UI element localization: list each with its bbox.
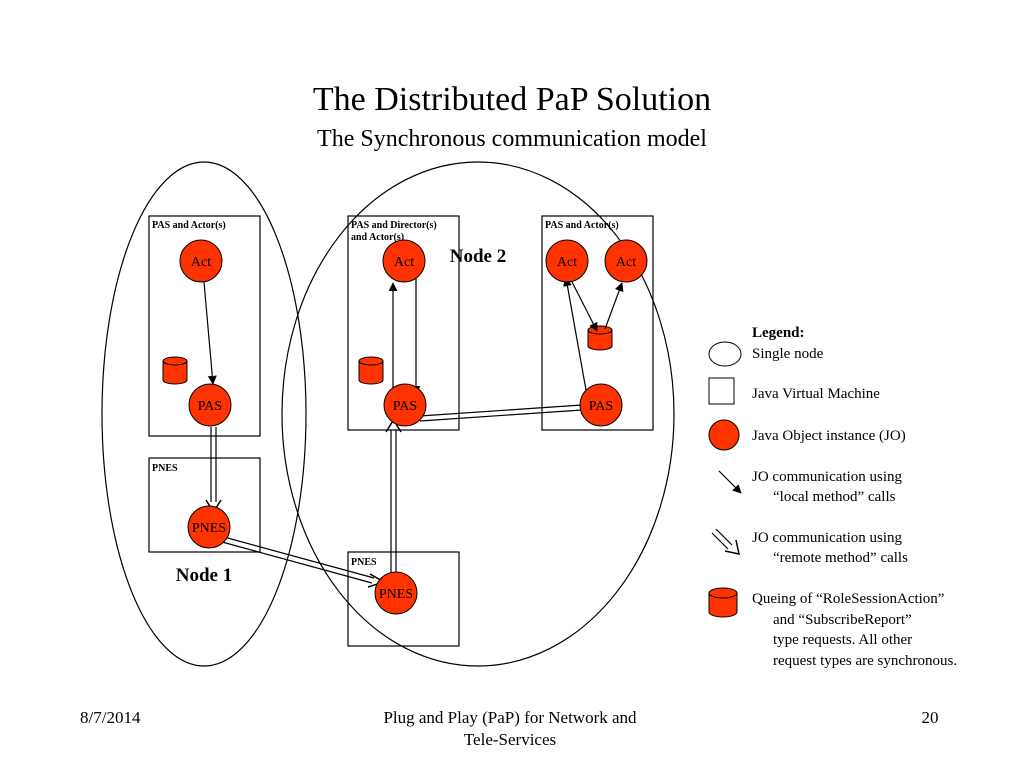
node1-label: Node 1 xyxy=(176,565,232,586)
act-object xyxy=(179,239,223,283)
slide-subtitle: The Synchronous communication model xyxy=(317,126,707,152)
legend-remote-text-line1: JO communication using xyxy=(752,530,902,546)
pas-object xyxy=(188,383,232,427)
node2-jvm-b-label: PAS and Actor(s) xyxy=(545,220,619,231)
pnes-object xyxy=(187,505,231,549)
page-number: 20 xyxy=(921,708,939,727)
act-object-label: Act xyxy=(394,255,414,270)
local-call-arrow xyxy=(604,282,624,330)
node2-jvm-a-label-line2: and Actor(s) xyxy=(351,232,404,243)
node2-jvm-a-label-line1: PAS and Director(s) xyxy=(351,220,437,231)
pnes-object-label: PNES xyxy=(379,587,413,602)
node1-jvm-label: PAS and Actor(s) xyxy=(152,220,226,231)
node2-pnes-label: PNES xyxy=(351,557,377,568)
local-call-arrow xyxy=(203,281,217,385)
legend-queue-text-line3: type requests. All other xyxy=(773,632,912,648)
legend-remote-text-line2: “remote method” calls xyxy=(773,550,908,566)
remote-call-arrow xyxy=(419,400,596,422)
node1-pnes-box xyxy=(148,457,261,553)
node1-pnes-label: PNES xyxy=(152,463,178,474)
local-call-arrow xyxy=(562,277,587,391)
remote-call-arrow xyxy=(205,427,222,514)
node2-jvm-b-box xyxy=(541,215,654,431)
act-object-label: Act xyxy=(191,255,211,270)
pas-object xyxy=(579,383,623,427)
act-object xyxy=(382,239,426,283)
footer-title-line1: Plug and Play (PaP) for Network and xyxy=(383,708,637,727)
node2-ellipse xyxy=(281,161,675,667)
act-object xyxy=(604,239,648,283)
legend-jvm-icon xyxy=(708,377,735,405)
queue-cylinder xyxy=(587,325,613,351)
act-object xyxy=(545,239,589,283)
node1-ellipse xyxy=(101,161,307,667)
footer-date: 8/7/2014 xyxy=(80,708,141,727)
legend-local-call-icon xyxy=(718,470,742,494)
legend-queue-text-line4: request types are synchronous. xyxy=(773,653,957,669)
legend-single-node-icon xyxy=(708,341,742,367)
pas-object-label: PAS xyxy=(198,399,222,414)
legend-queue-icon xyxy=(708,587,738,618)
legend-jo-text: Java Object instance (JO) xyxy=(752,428,906,444)
legend-local-text-line2: “local method” calls xyxy=(773,489,896,505)
queue-cylinder xyxy=(358,356,384,385)
legend-local-text-line1: JO communication using xyxy=(752,469,902,485)
slide-title: The Distributed PaP Solution xyxy=(312,81,712,118)
remote-call-arrow xyxy=(385,418,402,574)
legend-title: Legend: xyxy=(752,325,805,341)
pas-object-label: PAS xyxy=(393,399,417,414)
act-object-label: Act xyxy=(557,255,577,270)
node2-label: Node 2 xyxy=(450,246,506,267)
pas-object xyxy=(383,383,427,427)
queue-cylinder xyxy=(162,356,188,385)
act-object-label: Act xyxy=(616,255,636,270)
legend-remote-call-icon xyxy=(711,528,740,555)
pnes-object xyxy=(374,571,418,615)
node2-pnes-box xyxy=(347,551,460,647)
legend-jvm-text: Java Virtual Machine xyxy=(752,386,880,402)
footer-title-line2: Tele-Services xyxy=(463,730,557,749)
legend-queue-text-line1: Queing of “RoleSessionAction” xyxy=(752,591,944,607)
legend-jo-icon xyxy=(708,419,740,451)
footer-title: Plug and Play (PaP) for Network and Tele… xyxy=(340,707,680,751)
legend-queue-text-line2: and “SubscribeReport” xyxy=(773,612,912,628)
node2-jvm-a-box xyxy=(347,215,460,431)
pnes-object-label: PNES xyxy=(192,521,226,536)
node1-jvm-box xyxy=(148,215,261,437)
local-call-arrow xyxy=(569,277,598,332)
legend-single-node-text: Single node xyxy=(752,346,824,362)
legend: Legend: Single node Java Virtual Machine… xyxy=(708,325,957,669)
pas-object-label: PAS xyxy=(589,399,613,414)
